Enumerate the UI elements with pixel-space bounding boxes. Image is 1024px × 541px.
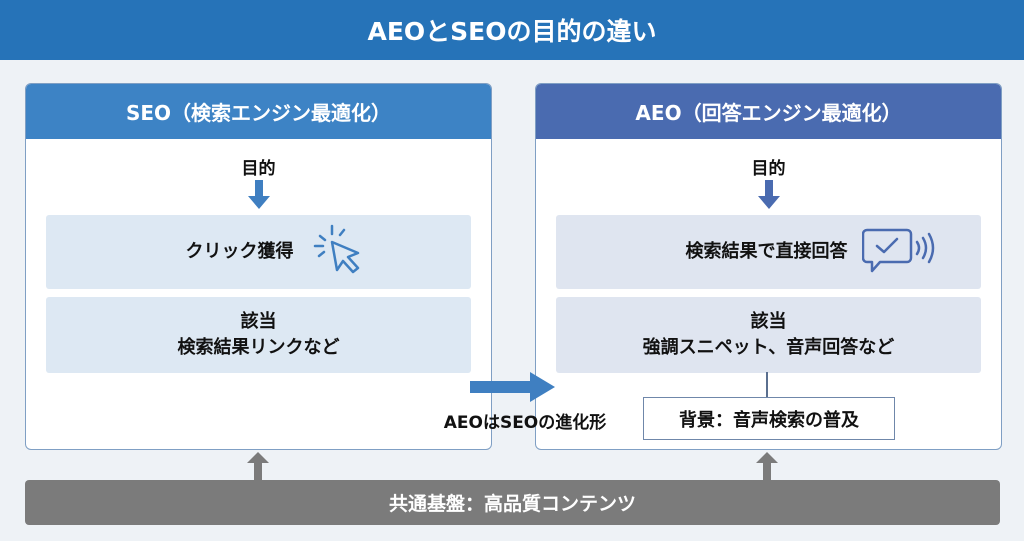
aeo-goal: 検索結果で直接回答 xyxy=(685,240,848,262)
page-title: AEOとSEOの目的の違い xyxy=(0,0,1024,60)
aeo-applies-label: 該当 xyxy=(750,310,787,332)
aeo-background-box: 背景：音声検索の普及 xyxy=(643,397,895,440)
seo-goal-box: クリック獲得 xyxy=(46,215,471,289)
seo-applies-label: 該当 xyxy=(240,310,277,332)
foundation-bar: 共通基盤：高品質コンテンツ xyxy=(25,480,1000,525)
seo-purpose-label: 目的 xyxy=(241,159,276,179)
aeo-applies: 強調スニペット、音声回答など xyxy=(642,337,895,358)
up-arrow-icon xyxy=(756,452,778,482)
aeo-goal-box: 検索結果で直接回答 xyxy=(556,215,981,289)
evolution-label: AEOはSEOの進化形 xyxy=(443,413,607,433)
seo-applies: 検索結果リンクなど xyxy=(177,337,340,358)
down-arrow-icon xyxy=(247,180,270,209)
cursor-click-icon xyxy=(313,224,359,274)
seo-panel: SEO（検索エンジン最適化） 目的 クリック獲得 該当 検索結果リンクなど xyxy=(25,83,492,450)
seo-applies-box: 該当 検索結果リンクなど xyxy=(46,297,471,373)
aeo-panel: AEO（回答エンジン最適化） 目的 検索結果で直接回答 該当 強調スニペット、音… xyxy=(535,83,1002,450)
down-arrow-icon xyxy=(757,180,780,209)
seo-header: SEO（検索エンジン最適化） xyxy=(26,84,491,139)
aeo-applies-box: 該当 強調スニペット、音声回答など xyxy=(556,297,981,373)
aeo-header: AEO（回答エンジン最適化） xyxy=(536,84,1001,139)
connector-line xyxy=(766,372,768,398)
seo-goal: クリック獲得 xyxy=(185,240,294,262)
up-arrow-icon xyxy=(247,452,269,482)
aeo-purpose-label: 目的 xyxy=(751,159,786,179)
chat-check-voice-icon xyxy=(861,228,934,273)
right-arrow-icon xyxy=(470,372,555,402)
